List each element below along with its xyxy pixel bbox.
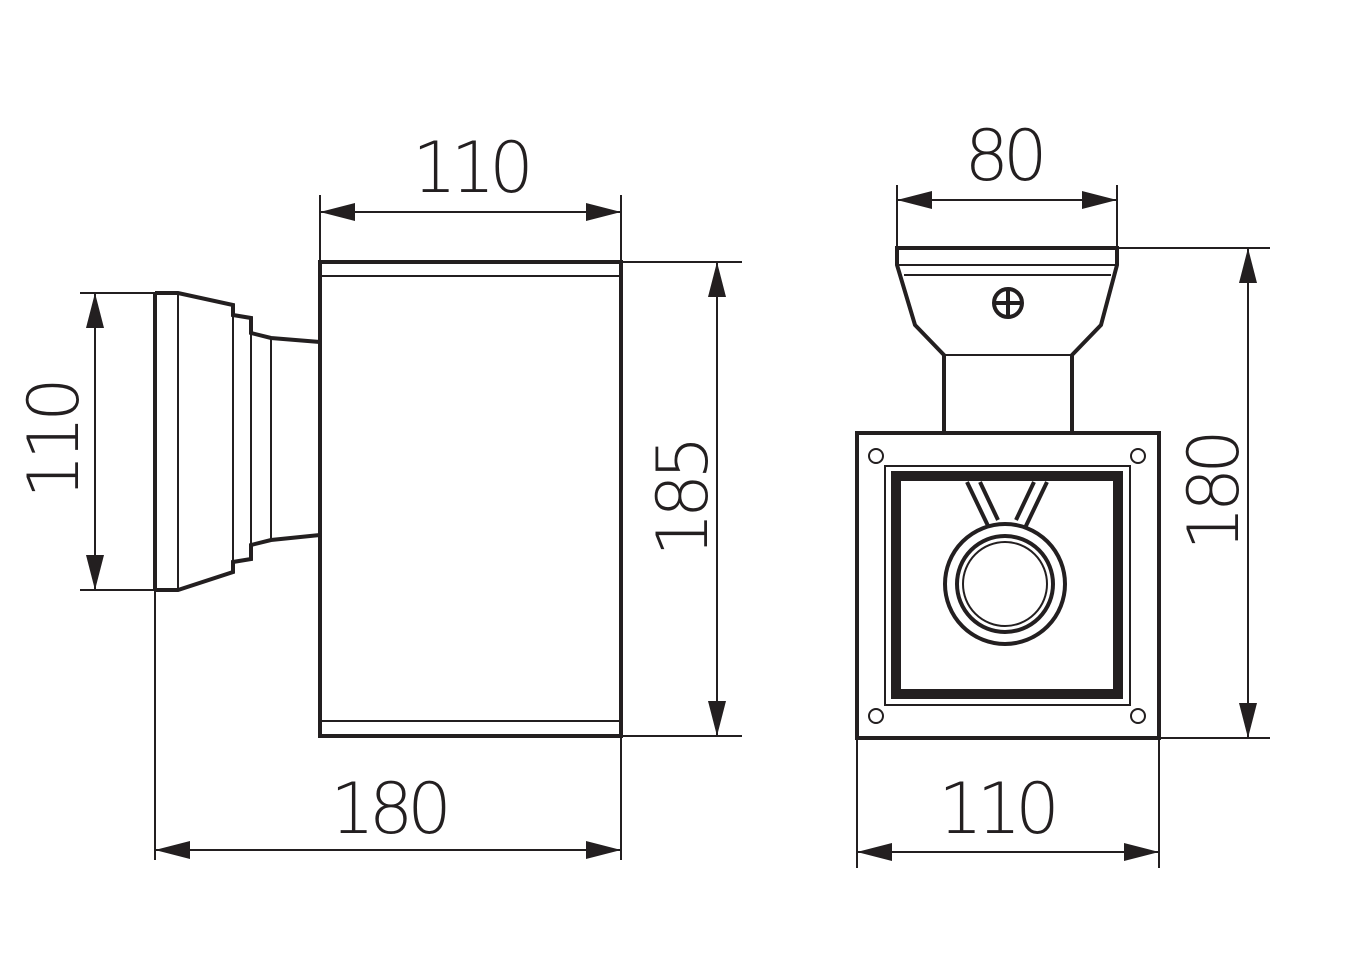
housing-width-label: 110 — [938, 768, 1054, 850]
side-view: 110 110 185 180 — [13, 127, 742, 860]
mount-height-label: 110 — [13, 383, 95, 499]
dimension-body-width: 110 — [320, 127, 621, 221]
side-extension-lines — [80, 195, 742, 860]
dimension-mount-height: 110 — [13, 293, 104, 590]
front-height-label: 180 — [1173, 435, 1255, 551]
total-depth-label: 180 — [330, 768, 446, 850]
body-width-label: 110 — [412, 127, 528, 209]
front-bracket — [895, 246, 1119, 435]
dimension-front-height: 180 — [1173, 248, 1257, 738]
front-extension-lines — [856, 185, 1270, 868]
lamp-lens — [943, 481, 1067, 646]
side-wall-mount — [153, 291, 321, 592]
screw-icon — [992, 287, 1024, 319]
side-body — [318, 260, 623, 738]
dimension-body-height: 185 — [642, 262, 726, 736]
dimension-total-depth: 180 — [155, 768, 621, 859]
dimension-bracket-width: 80 — [897, 115, 1117, 209]
bracket-width-label: 80 — [964, 115, 1042, 197]
dimension-housing-width: 110 — [857, 768, 1159, 861]
front-view: 80 180 110 — [855, 115, 1270, 868]
body-height-label: 185 — [642, 441, 724, 557]
